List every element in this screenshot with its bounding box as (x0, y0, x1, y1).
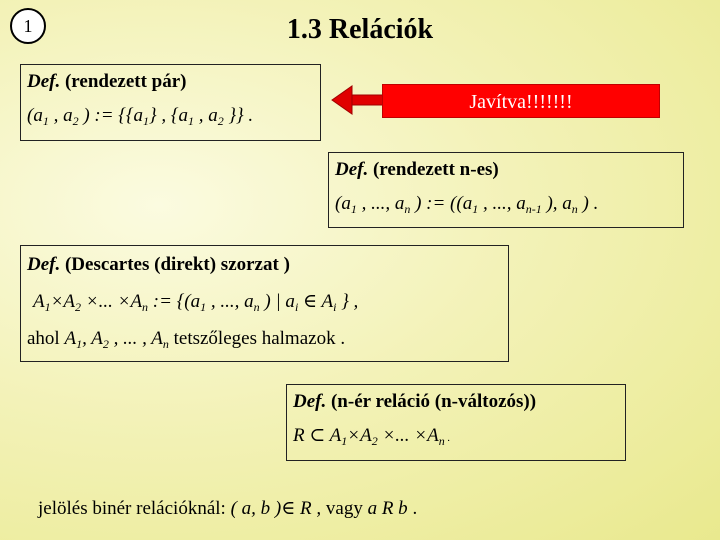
def-label: Def. (293, 391, 327, 412)
def-label: Def. (27, 254, 61, 275)
def-note: ahol A1, A2 , ... , An tetszőleges halma… (27, 328, 346, 351)
definition-cartesian-product: Def. (Descartes (direkt) szorzat ) A1×A2… (20, 245, 509, 362)
def-formula: (a1 , ..., an ) := ((a1 , ..., an-1 ), a… (335, 193, 599, 216)
binary-relation-notation: jelölés binér relációknál: ( a, b )∈ R ,… (38, 498, 418, 519)
definition-n-ary-relation: Def. (n-ér reláció (n-változós)) R ⊂ A1×… (286, 384, 626, 461)
def-heading: (Descartes (direkt) szorzat ) (64, 254, 290, 275)
slide-title: 1.3 Relációk (286, 14, 434, 45)
def-label: Def. (335, 159, 369, 180)
def-heading: (rendezett pár) (64, 71, 187, 92)
def-heading: (rendezett n-es) (372, 159, 499, 180)
def-formula: (a1 , a2 ) := {{a1} , {a1 , a2 }} . (27, 105, 254, 128)
def-label: Def. (27, 71, 61, 92)
arrow-left-icon (331, 85, 386, 115)
def-formula: R ⊂ A1×A2 ×... ×An . (293, 425, 451, 448)
def-heading: (n-ér reláció (n-változós)) (330, 391, 537, 412)
def-formula: A1×A2 ×... ×An := {(a1 , ..., an ) | ai … (33, 291, 359, 314)
definition-ordered-n-tuple: Def. (rendezett n-es) (a1 , ..., an ) :=… (328, 152, 684, 228)
slide-number-badge: 1 (10, 8, 46, 44)
definition-ordered-pair: Def. (rendezett pár) (a1 , a2 ) := {{a1}… (20, 64, 321, 141)
corrected-banner: Javítva!!!!!!! (382, 84, 660, 118)
slide-number: 1 (23, 15, 33, 36)
